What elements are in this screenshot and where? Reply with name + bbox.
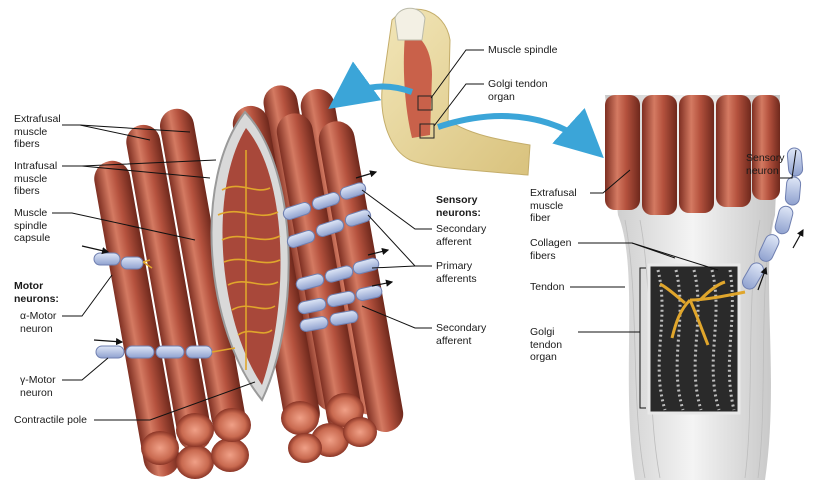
label-golgi-tendon-organ-top: Golgi tendon organ xyxy=(488,78,548,103)
motor-neuron-axons xyxy=(93,252,236,359)
arrow-to-golgi xyxy=(437,108,604,159)
tendon-illustration xyxy=(605,95,804,480)
label-primary-afferents: Primary afferents xyxy=(436,260,477,285)
label-intrafusal-fibers: Intrafusal muscle fibers xyxy=(14,160,58,197)
arm-illustration xyxy=(381,7,531,176)
label-sensory-neurons: Sensory neurons: xyxy=(436,194,481,219)
golgi-sensory-neuron xyxy=(742,147,804,290)
leader-lines xyxy=(52,49,797,421)
label-contractile-pole: Contractile pole xyxy=(14,414,87,426)
arrow-to-spindle xyxy=(328,61,414,110)
label-extrafusal-fibers: Extrafusal muscle fibers xyxy=(14,113,61,150)
label-secondary-afferent-1: Secondary afferent xyxy=(436,223,487,248)
label-extrafusal-fiber: Extrafusal muscle fiber xyxy=(530,187,577,224)
label-collagen-fibers: Collagen fibers xyxy=(530,237,572,262)
label-motor-neurons: Motor neurons: xyxy=(14,280,59,305)
muscle-spindle xyxy=(210,110,290,402)
golgi-tendon-organ xyxy=(647,263,746,415)
label-gamma-motor-neuron: γ-Motor neuron xyxy=(20,374,56,399)
fiber-cut-ends xyxy=(141,393,377,479)
label-muscle-spindle: Muscle spindle xyxy=(488,44,558,56)
label-sensory-neuron: Sensory neuron xyxy=(746,152,785,177)
label-secondary-afferent-2: Secondary afferent xyxy=(436,322,487,347)
label-golgi-tendon-organ: Golgi tendon organ xyxy=(530,326,563,363)
label-alpha-motor-neuron: α-Motor neuron xyxy=(20,310,57,335)
label-tendon: Tendon xyxy=(530,281,565,293)
label-spindle-capsule: Muscle spindle capsule xyxy=(14,207,51,244)
sensory-neuron-axons xyxy=(282,182,383,332)
